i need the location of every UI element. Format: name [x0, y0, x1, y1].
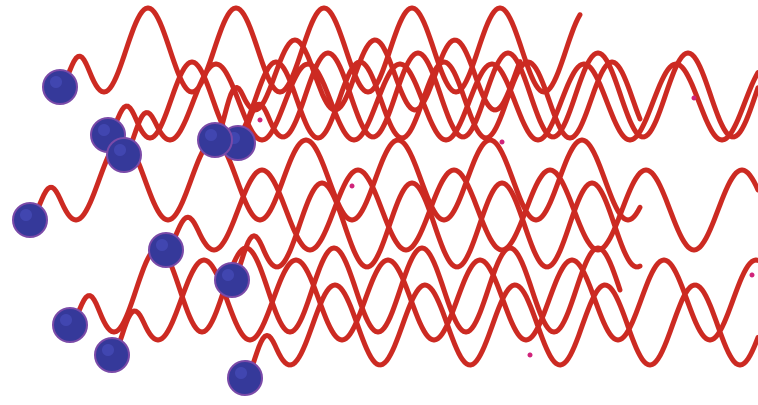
particle-head-6 [148, 232, 184, 268]
wave-highlight-6 [527, 352, 533, 358]
particle-head-9 [94, 337, 130, 373]
wave-tail-6 [163, 167, 758, 253]
wave-tail-2 [105, 59, 643, 141]
particle-head-3 [106, 137, 142, 173]
wave-tail-7 [229, 180, 643, 283]
wave-tail-4 [235, 50, 758, 146]
wave-highlight-2 [749, 272, 755, 278]
particle-heads-group [12, 69, 263, 396]
wave-tail-9 [109, 257, 758, 358]
particle-head-5 [12, 202, 48, 238]
particle-head-11 [197, 122, 233, 158]
particle-head-1 [42, 69, 78, 105]
wave-highlight-4 [499, 139, 505, 145]
wave-tails-group [27, 5, 758, 381]
wave-tail-3 [121, 61, 758, 158]
wave-highlight-5 [257, 117, 263, 123]
particle-head-10 [227, 360, 263, 396]
wave-tail-10 [242, 282, 758, 381]
wave-tail-11 [212, 37, 523, 143]
wave-highlight-3 [349, 183, 355, 189]
wave-tail-1 [57, 5, 583, 95]
particle-head-7 [214, 262, 250, 298]
wave-highlight-1 [691, 95, 697, 101]
particle-head-8 [52, 307, 88, 343]
